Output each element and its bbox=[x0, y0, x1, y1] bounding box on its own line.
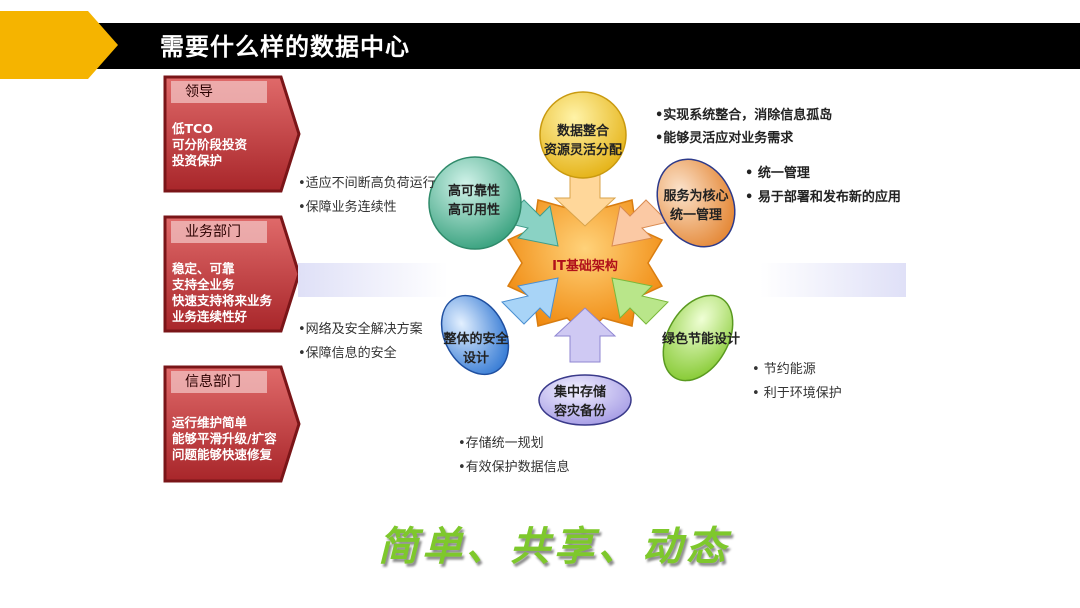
arrow-lower-right bbox=[611, 277, 669, 325]
chevron-arrow-icon bbox=[0, 11, 118, 79]
light-band-left bbox=[298, 263, 448, 297]
bubble-bottom-label: 集中存储 容灾备份 bbox=[553, 385, 606, 419]
bullet-top-1: •实现系统整合，消除信息孤岛 bbox=[655, 108, 833, 123]
panel-line: 快速支持将来业务 bbox=[172, 293, 273, 308]
bubble-upper-right bbox=[656, 158, 736, 248]
bubble-lower-left-label: 整体的安全 设计 bbox=[443, 332, 509, 366]
bullet-lower-left-1: •网络及安全解决方案 bbox=[298, 322, 423, 337]
panel-line: 可分阶段投资 bbox=[172, 137, 248, 152]
bubble-upper-left bbox=[428, 156, 522, 250]
light-band-right bbox=[760, 263, 906, 297]
arrow-upper-right bbox=[611, 199, 669, 247]
bubble-top-label: 数据整合 资源灵活分配 bbox=[543, 124, 622, 158]
page-title: 需要什么样的数据中心 bbox=[160, 33, 410, 61]
bullet-upper-right-1: • 统一管理 bbox=[745, 166, 810, 181]
architecture-diagram bbox=[428, 91, 736, 426]
center-label: IT基础架构 bbox=[552, 259, 618, 274]
panel-line: 运行维护简单 bbox=[172, 415, 248, 430]
bullet-upper-left-2: •保障业务连续性 bbox=[298, 200, 397, 215]
bubble-lower-left bbox=[440, 294, 510, 376]
bullet-bottom-1: •存储统一规划 bbox=[458, 436, 544, 451]
bullet-upper-left-1: •适应不间断高负荷运行 bbox=[298, 176, 436, 191]
bubble-top bbox=[539, 91, 627, 179]
panel-line: 业务连续性好 bbox=[172, 309, 248, 324]
arrow-top bbox=[553, 174, 617, 227]
panel-title: 信息部门 bbox=[185, 374, 241, 390]
title-bar bbox=[92, 23, 1080, 69]
panel-title: 业务部门 bbox=[185, 224, 241, 240]
bullet-lower-right-1: • 节约能源 bbox=[752, 362, 816, 377]
panel-line: 低TCO bbox=[172, 121, 213, 136]
slogan: 简单、共享、动态 bbox=[378, 524, 730, 570]
panel-line: 支持全业务 bbox=[172, 277, 235, 292]
arrow-lower-left bbox=[501, 277, 559, 325]
bullet-lower-left-2: •保障信息的安全 bbox=[298, 346, 397, 361]
panel-line: 能够平滑升级/扩容 bbox=[172, 431, 277, 446]
bullet-top-2: •能够灵活应对业务需求 bbox=[655, 131, 794, 146]
bullet-lower-right-2: • 利于环境保护 bbox=[752, 386, 842, 401]
panel-it-department: 信息部门 运行维护简单 能够平滑升级/扩容 问题能够快速修复 bbox=[163, 365, 301, 483]
bubble-upper-right-label: 服务为核心 统一管理 bbox=[663, 189, 729, 223]
panel-title: 领导 bbox=[185, 84, 213, 100]
arrow-bottom bbox=[553, 307, 617, 363]
panel-line: 问题能够快速修复 bbox=[172, 447, 273, 462]
bullet-upper-right-2: • 易于部署和发布新的应用 bbox=[745, 190, 901, 205]
panel-leaders: 领导 低TCO 可分阶段投资 投资保护 bbox=[163, 75, 301, 193]
panel-business: 业务部门 稳定、可靠 支持全业务 快速支持将来业务 业务连续性好 bbox=[163, 215, 301, 333]
bubble-lower-right-label: 绿色节能设计 bbox=[661, 332, 740, 347]
bubble-lower-right bbox=[662, 294, 734, 382]
bubble-upper-left-label: 高可靠性 高可用性 bbox=[447, 184, 500, 218]
panel-line: 投资保护 bbox=[172, 153, 223, 168]
bubble-bottom bbox=[538, 374, 632, 426]
bullet-bottom-2: •有效保护数据信息 bbox=[458, 460, 570, 475]
panel-line: 稳定、可靠 bbox=[172, 261, 235, 276]
